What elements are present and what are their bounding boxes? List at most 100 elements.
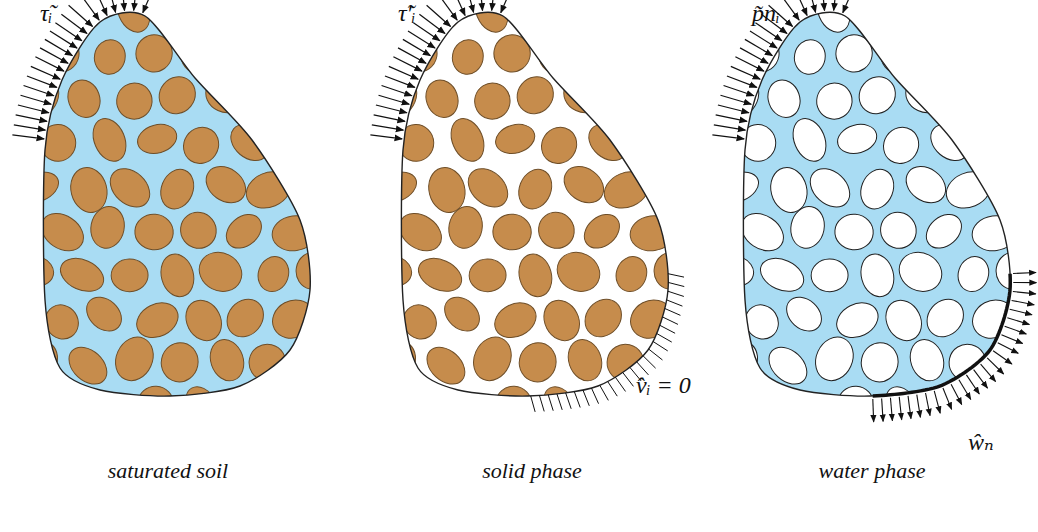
soil-grain [667,209,717,255]
fixed-boundary-hatch [653,341,668,350]
soil-grain [173,205,223,255]
soil-grain [628,213,677,253]
traction-arrow [727,76,757,87]
traction-arrow [45,39,73,55]
flux-boundary [873,274,1011,396]
soil-grain [319,35,355,78]
fixed-boundary-hatch [662,317,677,324]
traction-arrow [143,0,156,13]
soil-grain [1019,35,1038,78]
flux-arrow [974,370,988,388]
soil-grain [471,79,514,123]
traction-arrow [724,86,754,96]
soil-grain [1013,379,1038,429]
soil-grain [447,391,488,427]
soil-grain [833,32,875,75]
flux-arrow [1013,282,1036,283]
fixed-boundary-hatch [574,392,580,408]
soil-grain [947,77,1000,125]
soil-grain [421,75,463,121]
soil-grain [858,339,902,385]
traction-arrow [12,135,44,139]
soil-grain [813,79,856,123]
soil-grain [266,293,321,346]
soil-grain [80,290,128,338]
traction-arrow [750,31,777,48]
soil-grain [755,252,809,298]
traction-arrow [69,5,93,26]
soil-grain [988,0,1038,33]
traction-arrow [389,66,418,79]
traction-arrow [419,14,445,33]
traction-arrow [61,14,87,33]
soil-grain [200,71,250,118]
fixed-boundary-hatch [657,333,672,342]
soil-grain [62,340,114,392]
soil-grain [87,113,132,166]
traction-arrow [121,0,124,11]
soil-grain [467,331,518,387]
soil-grain [892,245,948,299]
soil-grain [514,250,556,300]
soil-grain [905,335,949,385]
blob-ground [43,12,310,396]
soil-grain [970,213,1019,253]
soil-grain [656,77,696,115]
soil-grain [519,0,557,31]
traction-arrow [843,0,856,13]
flux-arrow [943,388,952,409]
soil-grain [998,77,1038,115]
traction-arrow [21,95,52,104]
traction-arrow [452,0,465,15]
soil-grain [370,0,417,37]
soil-grain [787,113,832,166]
soil-grain [158,339,202,385]
soil-grain [179,294,228,347]
traction-arrow [821,0,824,11]
soil-grain [677,124,718,161]
effective-traction-symbol: τ̃′ᵢ [398,0,416,27]
fixed-boundary-hatch [600,385,609,400]
soil-grain [531,205,581,255]
soil-grain [305,163,335,205]
soil-grain [161,0,199,31]
traction-arrow [16,115,47,121]
soil-grain [224,31,264,75]
soil-grain [612,252,652,295]
traction-arrow [716,115,747,122]
traction-arrow [94,0,107,15]
flux-arrow [926,393,930,416]
soil-grain [947,0,997,35]
soil-grain [369,166,421,209]
flux-arrow [908,396,911,419]
soil-grain [199,159,252,210]
soil-grain [445,113,490,166]
traction-arrow [55,23,81,41]
soil-grain [537,31,576,75]
soil-grain [879,31,918,75]
soil-grain [109,331,160,387]
soil-grain [270,213,319,253]
flux-symbol: ŵₙ [968,428,994,456]
fixed-boundary-hatch [660,325,675,333]
soil-grain [206,0,248,33]
soil-grain [205,335,249,385]
soil-grain [809,331,860,387]
soil-grain [242,337,293,388]
soil-grain [920,292,971,344]
velocity-condition: v̂ᵢ = 0 [636,372,691,399]
soil-grain [220,292,271,344]
soil-grain [990,337,1038,390]
soil-grain [420,340,472,392]
soil-grain [677,35,713,78]
traction-arrow [27,76,57,87]
soil-grain [133,32,175,75]
soil-grain [155,164,199,214]
soil-grain [445,204,486,252]
traction-arrow [408,31,435,48]
flux-arrow [1007,318,1029,325]
soil-grain [861,0,899,31]
soil-grain [993,249,1033,292]
soil-blob [11,0,364,436]
soil-grain [879,381,926,433]
